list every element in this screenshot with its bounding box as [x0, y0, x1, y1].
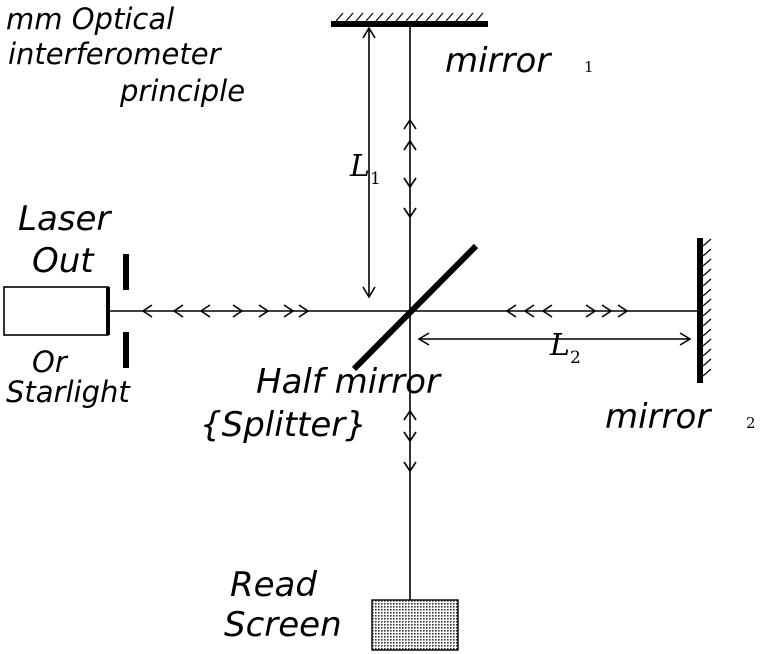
distance-l2-marker: [417, 332, 692, 346]
mirror-1-label: mirror: [445, 41, 552, 81]
source-line-4: Starlight: [6, 375, 131, 409]
distance-l2-index: 2: [570, 348, 581, 368]
distance-l1-marker: [362, 26, 376, 299]
laser-source: [3, 286, 110, 336]
splitter-label-line-1: Half mirror: [256, 362, 442, 402]
distance-l1-symbol: L: [349, 149, 370, 184]
screen-label-line-1: Read: [230, 565, 317, 605]
distance-l2-symbol: L: [549, 328, 570, 363]
screen-label-line-2: Screen: [224, 605, 342, 645]
distance-l1-index: 1: [370, 169, 381, 189]
mirror-2-label: mirror: [605, 397, 712, 437]
mirror-2: [697, 238, 712, 383]
splitter-label-line-2: {Splitter}: [200, 405, 367, 445]
mirror-2-index: 2: [746, 414, 756, 432]
read-screen: [371, 599, 459, 651]
mirror-1: [331, 12, 488, 27]
source-line-1: Laser: [18, 199, 112, 239]
mirror-1-index: 1: [584, 58, 594, 76]
title-line-1: mm Optical: [6, 2, 174, 36]
title-line-2: interferometer: [8, 37, 223, 71]
beam-arrows: [141, 118, 629, 473]
half-mirror: [351, 243, 479, 372]
title-line-3: principle: [119, 74, 245, 108]
source-line-2: Out: [32, 241, 95, 281]
source-line-3: Or: [32, 345, 69, 379]
